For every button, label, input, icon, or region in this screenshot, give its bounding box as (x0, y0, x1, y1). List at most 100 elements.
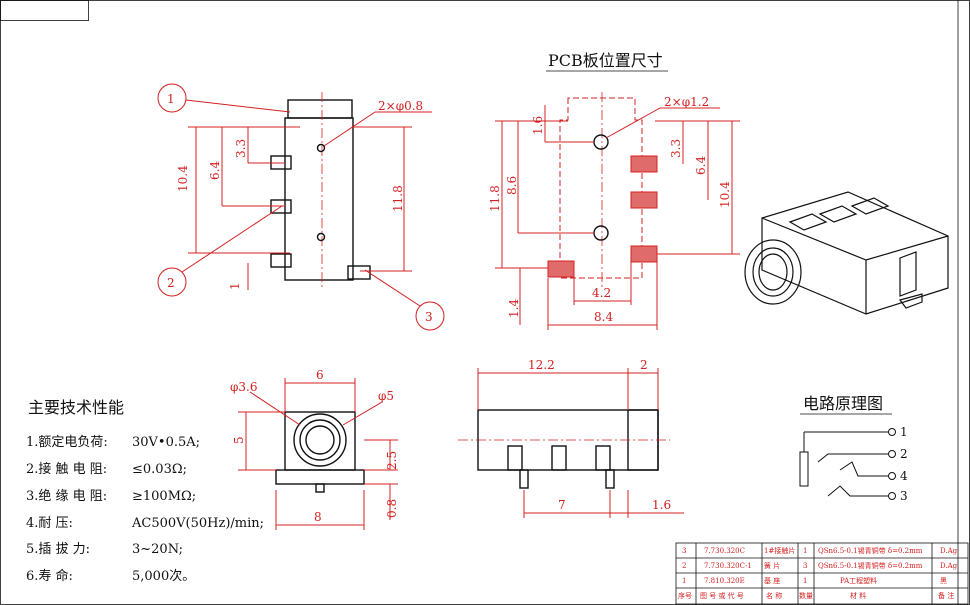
front-dim-0-8: 0.8 (385, 499, 399, 518)
pcb-dim-8-6: 8.6 (505, 176, 519, 195)
circuit-pin-1: 1 (900, 425, 908, 439)
circuit-pin-2: 2 (900, 447, 908, 461)
front-pin (315, 483, 325, 493)
svg-text:PA工程塑料: PA工程塑料 (840, 576, 877, 585)
spec-2-label: 2.接 触 电 阻: (26, 461, 107, 477)
callout-2: 2 (157, 205, 283, 297)
side-hole-dim: 2×φ0.8 (378, 99, 423, 113)
svg-text:7.730.320C-1: 7.730.320C-1 (704, 562, 752, 570)
side-dim-11-8: 11.8 (391, 185, 405, 212)
front-view: φ3.6 6 φ5 5 2.5 8 0.8 (230, 368, 399, 530)
profile-leg-2 (605, 469, 615, 489)
circuit-diagram (799, 428, 896, 500)
front-dim-5: 5 (232, 436, 246, 444)
side-dim-1: 1 (228, 282, 242, 290)
profile-pin-1 (507, 445, 523, 471)
svg-text:1#接触片: 1#接触片 (764, 546, 795, 555)
side-dim-10-4: 10.4 (176, 165, 190, 192)
profile-dim-2: 2 (640, 358, 648, 372)
isometric-view (744, 191, 949, 315)
front-dim-d5: φ5 (378, 389, 394, 403)
pcb-dim-1-4: 1.4 (507, 299, 521, 318)
front-dim-8: 8 (314, 510, 322, 524)
bom-header-row: 序号 图 号 或 代 号 名 称 数量 材 料 备 注 (678, 591, 954, 600)
side-view: 10.4 6.4 3.3 11.8 1 2×φ0.8 (176, 92, 432, 290)
svg-text:黑: 黑 (940, 577, 947, 585)
front-dim-d3-6: φ3.6 (230, 380, 258, 394)
circuit-pin-3: 3 (900, 489, 908, 503)
specs-heading: 主要技术性能 (28, 398, 124, 417)
pcb-pad-2 (630, 191, 658, 209)
side-view-body (284, 117, 354, 281)
svg-text:1: 1 (682, 577, 686, 585)
svg-text:备 注: 备 注 (938, 591, 954, 600)
spec-4-label: 4.耐 压: (26, 516, 73, 531)
title-corner-box (0, 0, 89, 21)
side-dim-6-4: 6.4 (208, 161, 222, 180)
front-inner-ring (299, 419, 341, 461)
spec-1-label: 1.额定电负荷: (26, 435, 108, 450)
svg-text:2: 2 (167, 276, 175, 290)
svg-text:1: 1 (803, 547, 807, 555)
front-body (284, 411, 356, 471)
profile-pin-3 (595, 445, 611, 471)
pcb-dim-1-6: 1.6 (531, 116, 545, 135)
side-view-hole-bottom (316, 232, 326, 242)
profile-pin-2 (551, 445, 567, 471)
spec-3-value: ≥100MΩ; (132, 489, 196, 504)
spec-5-label: 5.插 拔 力: (26, 542, 90, 557)
svg-text:基 座: 基 座 (764, 576, 780, 585)
svg-text:名 称: 名 称 (766, 591, 782, 600)
svg-text:序号: 序号 (678, 591, 692, 600)
bom-row-1: 3 7.730.320C 1#接触片 1 QSn6.5-0.1锡青铜带 δ=0.… (682, 546, 958, 555)
pcb-dim-6-4: 6.4 (694, 156, 708, 175)
profile-leg-1 (519, 469, 529, 489)
callout-1: 1 (157, 83, 291, 113)
pcb-dim-11-8: 11.8 (488, 185, 502, 212)
pcb-dim-3-3: 3.3 (669, 139, 683, 158)
pcb-dim-10-4: 10.4 (718, 181, 732, 208)
pcb-layout-title: PCB板位置尺寸 (548, 51, 663, 70)
front-dim-6: 6 (316, 368, 324, 382)
pcb-dim-4-2: 4.2 (592, 286, 611, 300)
svg-text:7.810.320E: 7.810.320E (704, 577, 745, 585)
spec-3-label: 3.绝 缘 电 阻: (26, 488, 107, 504)
side-dim-3-3: 3.3 (234, 139, 248, 158)
svg-text:材 料: 材 料 (850, 591, 866, 600)
pcb-hole-bottom (593, 225, 609, 241)
pcb-pad-3 (630, 245, 658, 263)
side-view-top-rim (287, 99, 353, 119)
front-base (275, 469, 365, 485)
profile-dim-7: 7 (558, 498, 566, 512)
circuit-diagram-title: 电路原理图 (803, 394, 883, 413)
svg-text:QSn6.5-0.1锡青铜带 δ=0.2mm: QSn6.5-0.1锡青铜带 δ=0.2mm (818, 561, 923, 570)
profile-dim-1-6: 1.6 (652, 498, 671, 512)
front-outer-ring (293, 413, 347, 467)
pcb-pad-4 (547, 260, 575, 278)
front-dim-2-5: 2.5 (385, 451, 399, 470)
profile-dim-12-2: 12.2 (528, 358, 555, 372)
svg-text:图 号 或 代 号: 图 号 或 代 号 (700, 591, 744, 600)
spec-5-value: 3~20N; (132, 542, 183, 557)
svg-text:1: 1 (803, 577, 807, 585)
side-view-pin-3 (270, 253, 292, 268)
pcb-hole-top (593, 134, 609, 150)
spec-6-label: 6.寿 命: (26, 568, 73, 584)
pcb-dim-8-4: 8.4 (594, 310, 613, 324)
pcb-pad-1 (630, 155, 658, 173)
pcb-layout-view: 11.8 8.6 1.6 3.3 6.4 10.4 4.2 8.4 1.4 2×… (488, 92, 740, 330)
svg-text:7.730.320C: 7.730.320C (704, 547, 745, 555)
side-view-rear-pin (347, 265, 371, 280)
svg-text:QSn6.5-0.1锡青铜带 δ=0.2mm: QSn6.5-0.1锡青铜带 δ=0.2mm (818, 546, 923, 555)
svg-text:3: 3 (425, 310, 433, 324)
circuit-pin-4: 4 (900, 469, 908, 483)
front-bore (305, 425, 335, 455)
svg-text:数量: 数量 (799, 591, 813, 600)
spec-2-value: ≤0.03Ω; (132, 462, 187, 477)
svg-text:1: 1 (167, 92, 175, 106)
bom-row-2: 2 7.730.320C-1 簧 片 3 QSn6.5-0.1锡青铜带 δ=0.… (682, 561, 958, 570)
spec-1-value: 30V•0.5A; (132, 435, 200, 450)
svg-text:D.Ag: D.Ag (940, 547, 958, 555)
